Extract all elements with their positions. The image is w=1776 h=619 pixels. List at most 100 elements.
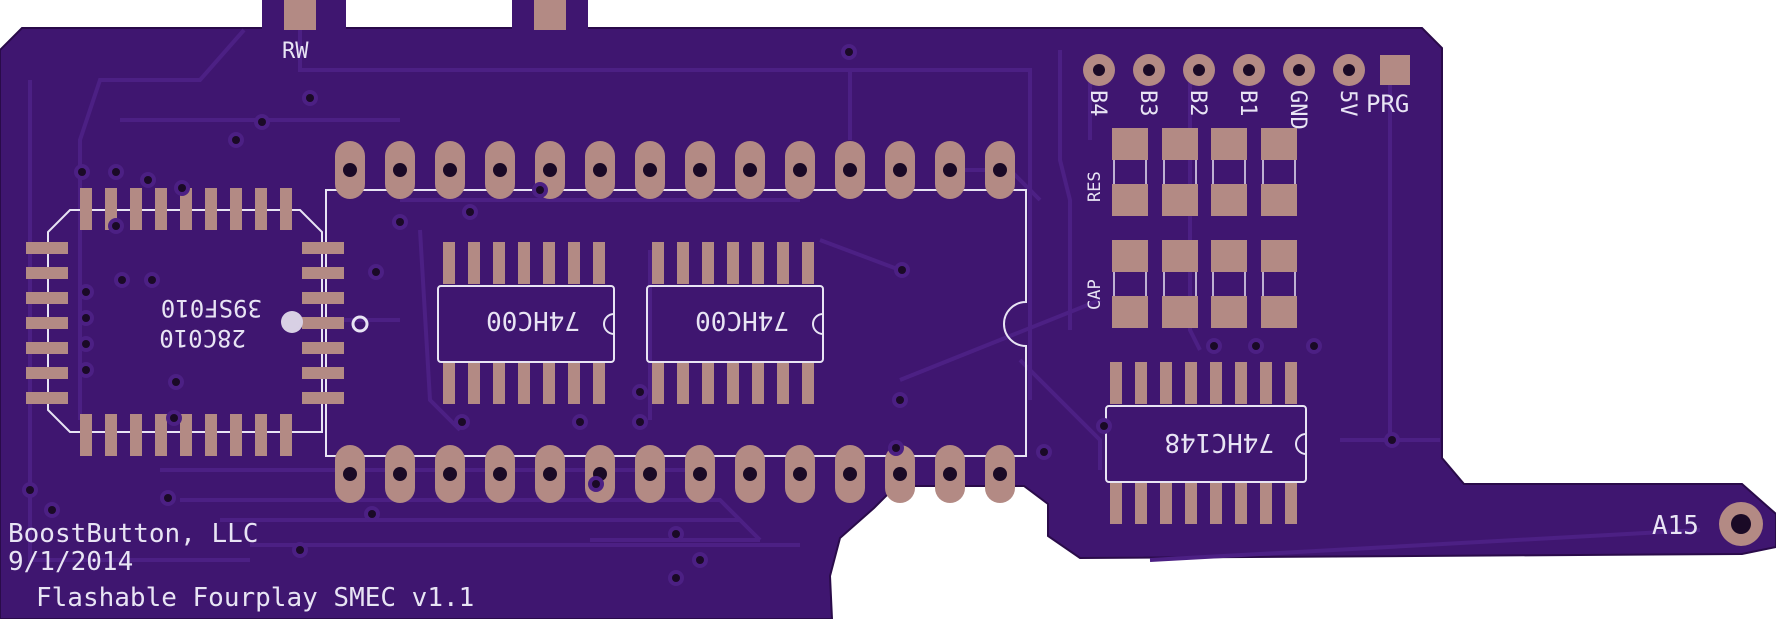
soic-pad [543,362,555,404]
soic-pad [1235,482,1247,524]
dip-pad [935,445,965,503]
via [1206,338,1222,354]
label-cap: CAP [1085,279,1105,310]
resistor-silk [1113,160,1296,184]
via [254,114,270,130]
label-39sf010: 39SF010 [161,294,262,322]
via [166,410,182,426]
dip-pad [735,445,765,503]
company-name: BoostButton, LLC [8,519,258,549]
via [144,272,160,288]
plcc-pad [280,414,292,456]
header-pin-b3 [1133,54,1165,86]
dip-pad [785,141,815,199]
via [22,482,38,498]
soic-pad [652,242,664,284]
label-gnd: GND [1285,90,1310,130]
soic-pad [443,362,455,404]
via [454,414,470,430]
plcc-pad [230,188,242,230]
soic-pad [677,362,689,404]
pad-a15 [1719,502,1763,546]
via [78,336,94,352]
plcc-pad [130,414,142,456]
via [44,502,60,518]
soic-pad [752,242,764,284]
label-5v: 5V [1335,90,1360,117]
via [364,506,380,522]
resistor-array [1112,128,1297,216]
soic-pad [1285,482,1297,524]
dip-pad [935,141,965,199]
dip-pad [835,445,865,503]
plcc-pad [302,267,344,279]
soic-pad [1235,362,1247,404]
label-b1: B1 [1235,90,1260,117]
dip-socket [325,141,1027,503]
soic-pad [1160,482,1172,524]
soic-pad [802,362,814,404]
via [894,262,910,278]
header-pin-b4 [1083,54,1115,86]
dip-pad [435,141,465,199]
revision-date: 9/1/2014 [8,547,133,577]
plcc-pad [26,317,68,329]
label-74hc00-right: 74HC00 [695,305,789,335]
soic-pad [1210,482,1222,524]
via [1036,444,1052,460]
plcc-pad [280,188,292,230]
plcc-pad [26,267,68,279]
via [228,132,244,148]
header-pin-5v [1333,54,1365,86]
chip-plcc32: 39SF010 28C010 [26,188,369,456]
via [532,182,548,198]
header-pins [1083,54,1410,86]
via [632,384,648,400]
via [74,164,90,180]
label-prg: PRG [1366,90,1409,118]
via [174,180,190,196]
via [392,214,408,230]
soic-pad [1260,482,1272,524]
soic-pad [727,242,739,284]
via [160,490,176,506]
via [78,284,94,300]
soic-pad [493,242,505,284]
via-layer [22,44,1400,586]
dip-pad [985,141,1015,199]
soic-pad [1160,362,1172,404]
via [108,218,124,234]
header-pin-b1 [1233,54,1265,86]
via [588,476,604,492]
capacitor-array [1112,240,1297,328]
soic-pad [443,242,455,284]
via [108,164,124,180]
soic-pad [493,362,505,404]
soic-pad [518,362,530,404]
dip-pad [985,445,1015,503]
soic-pad [568,242,580,284]
via [668,570,684,586]
dip-pad [385,445,415,503]
dip-pad [635,445,665,503]
label-a15: A15 [1652,511,1699,541]
dip-pad [785,445,815,503]
label-74hc148: 74HC148 [1164,427,1274,457]
dip-pad [385,141,415,199]
via [1384,432,1400,448]
dip-pad [335,141,365,199]
plcc-pad [205,188,217,230]
plcc-pad [26,242,68,254]
label-rw: RW [282,39,309,64]
plcc-pad [230,414,242,456]
header-pin-gnd [1283,54,1315,86]
dip-pad [835,141,865,199]
soic-pad [1210,362,1222,404]
via [632,414,648,430]
pad-tab-left [284,0,316,30]
via [572,414,588,430]
via [692,552,708,568]
plcc-pad [205,414,217,456]
plcc-pad [180,414,192,456]
chip-74hc148: 74HC148 [1105,362,1307,524]
